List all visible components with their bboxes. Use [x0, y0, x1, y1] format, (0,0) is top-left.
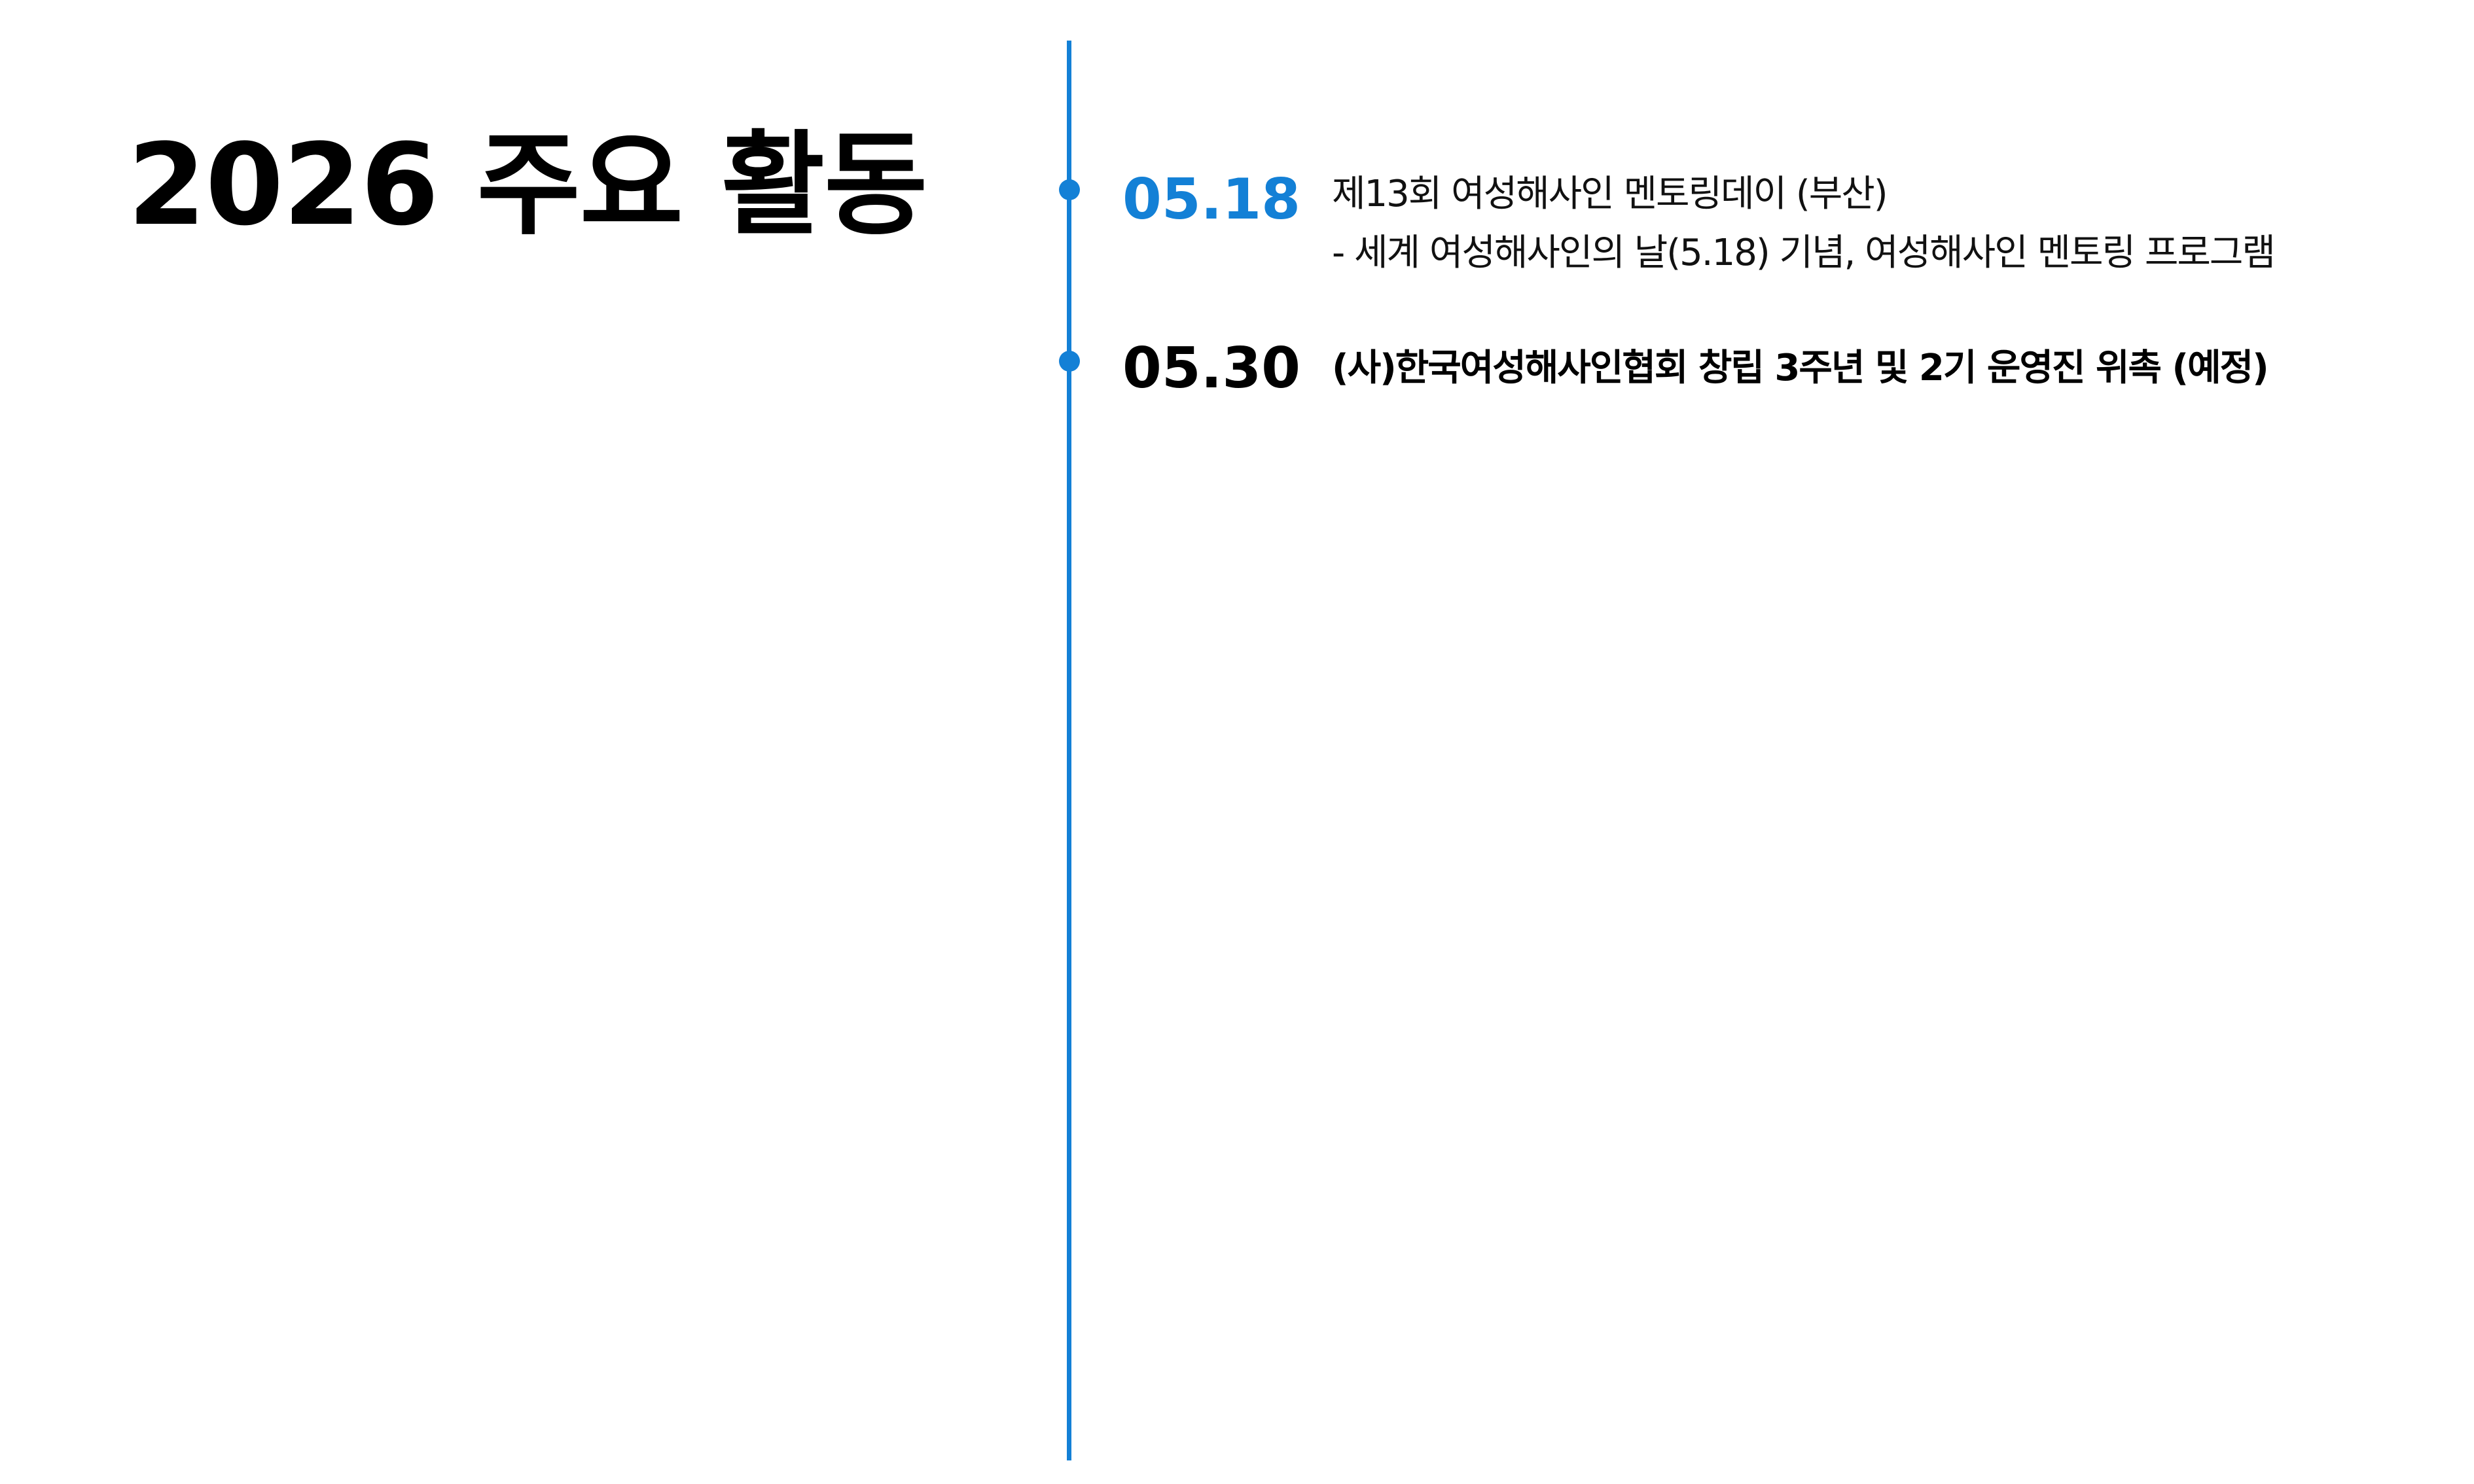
event-description-line: (사)한국여성해사인협회 창립 3주년 및 2기 운영진 위촉 (예정) [1332, 347, 2269, 389]
timeline-line [1067, 41, 1071, 1460]
event-description: (사)한국여성해사인협회 창립 3주년 및 2기 운영진 위촉 (예정) [1332, 339, 2269, 398]
timeline-dot-icon [1059, 179, 1080, 200]
event-description-line: 제13회 여성해사인 멘토링데이 (부산) [1332, 173, 1888, 215]
timeline-dot-icon [1059, 351, 1080, 372]
event-date: 05.30 [1122, 336, 1301, 401]
event-description-line: - 세계 여성해사인의 날(5.18) 기념, 여성해사인 멘토링 프로그램 [1332, 232, 2276, 274]
page-title: 2026 주요 활동 [128, 119, 927, 251]
event-description: 제13회 여성해사인 멘토링데이 (부산) - 세계 여성해사인의 날(5.18… [1332, 165, 2276, 283]
event-date: 05.18 [1122, 167, 1301, 232]
